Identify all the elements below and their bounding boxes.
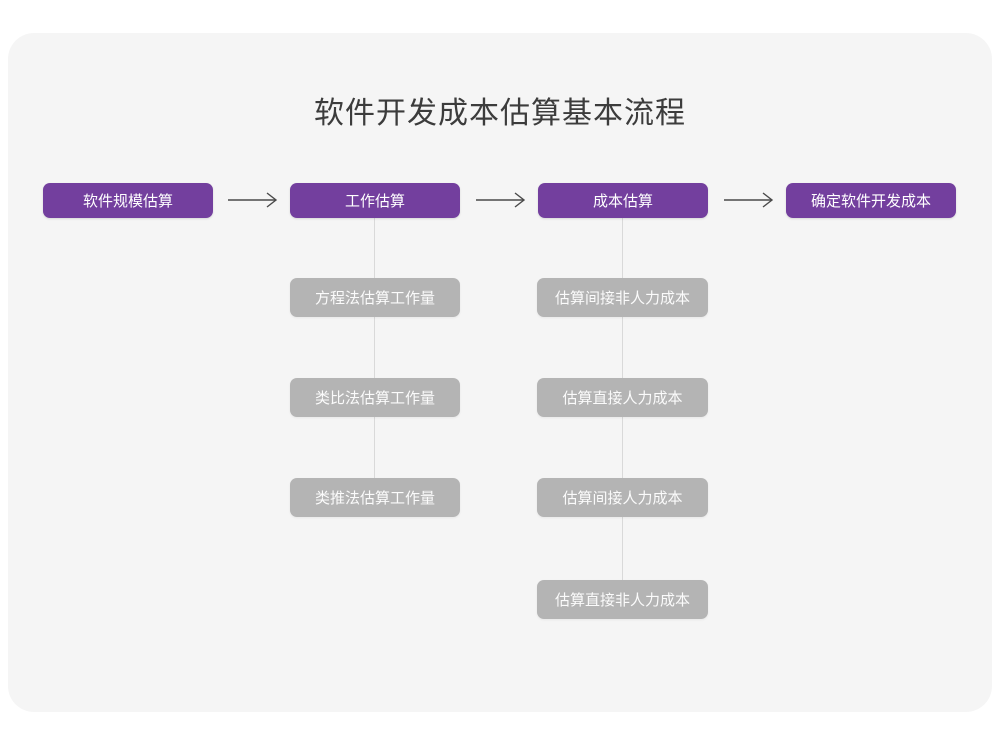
flow-arrow-2 xyxy=(476,190,528,210)
sub-node-direct-nonlabor-cost[interactable]: 估算直接非人力成本 xyxy=(537,580,708,619)
sub-node-direct-labor-cost[interactable]: 估算直接人力成本 xyxy=(537,378,708,417)
sub-node-label: 估算间接非人力成本 xyxy=(554,290,690,307)
sub-node-indirect-labor-cost[interactable]: 估算间接人力成本 xyxy=(537,478,708,517)
flow-node-label: 确定软件开发成本 xyxy=(810,193,931,210)
sub-node-label: 估算直接非人力成本 xyxy=(554,592,690,609)
sub-node-label: 类推法估算工作量 xyxy=(314,490,435,507)
sub-node-analogy-method-workload[interactable]: 类比法估算工作量 xyxy=(290,378,460,417)
flow-arrow-3 xyxy=(724,190,776,210)
flow-node-label: 软件规模估算 xyxy=(82,193,173,210)
diagram-card xyxy=(8,33,992,712)
flow-node-determine-development-cost[interactable]: 确定软件开发成本 xyxy=(786,183,956,218)
sub-node-label: 估算间接人力成本 xyxy=(562,490,683,507)
flow-node-label: 成本估算 xyxy=(592,193,653,210)
sub-node-label: 类比法估算工作量 xyxy=(314,390,435,407)
flow-node-label: 工作估算 xyxy=(344,193,405,210)
connector-line-work xyxy=(374,217,375,497)
flow-arrow-1 xyxy=(228,190,280,210)
flow-node-work-estimation[interactable]: 工作估算 xyxy=(290,183,460,218)
sub-node-label: 估算直接人力成本 xyxy=(562,390,683,407)
sub-node-indirect-nonlabor-cost[interactable]: 估算间接非人力成本 xyxy=(537,278,708,317)
sub-node-label: 方程法估算工作量 xyxy=(314,290,435,307)
flow-node-cost-estimation[interactable]: 成本估算 xyxy=(538,183,708,218)
sub-node-equation-method-workload[interactable]: 方程法估算工作量 xyxy=(290,278,460,317)
diagram-title: 软件开发成本估算基本流程 xyxy=(314,97,686,130)
flow-node-software-scale-estimation[interactable]: 软件规模估算 xyxy=(43,183,213,218)
sub-node-inference-method-workload[interactable]: 类推法估算工作量 xyxy=(290,478,460,517)
